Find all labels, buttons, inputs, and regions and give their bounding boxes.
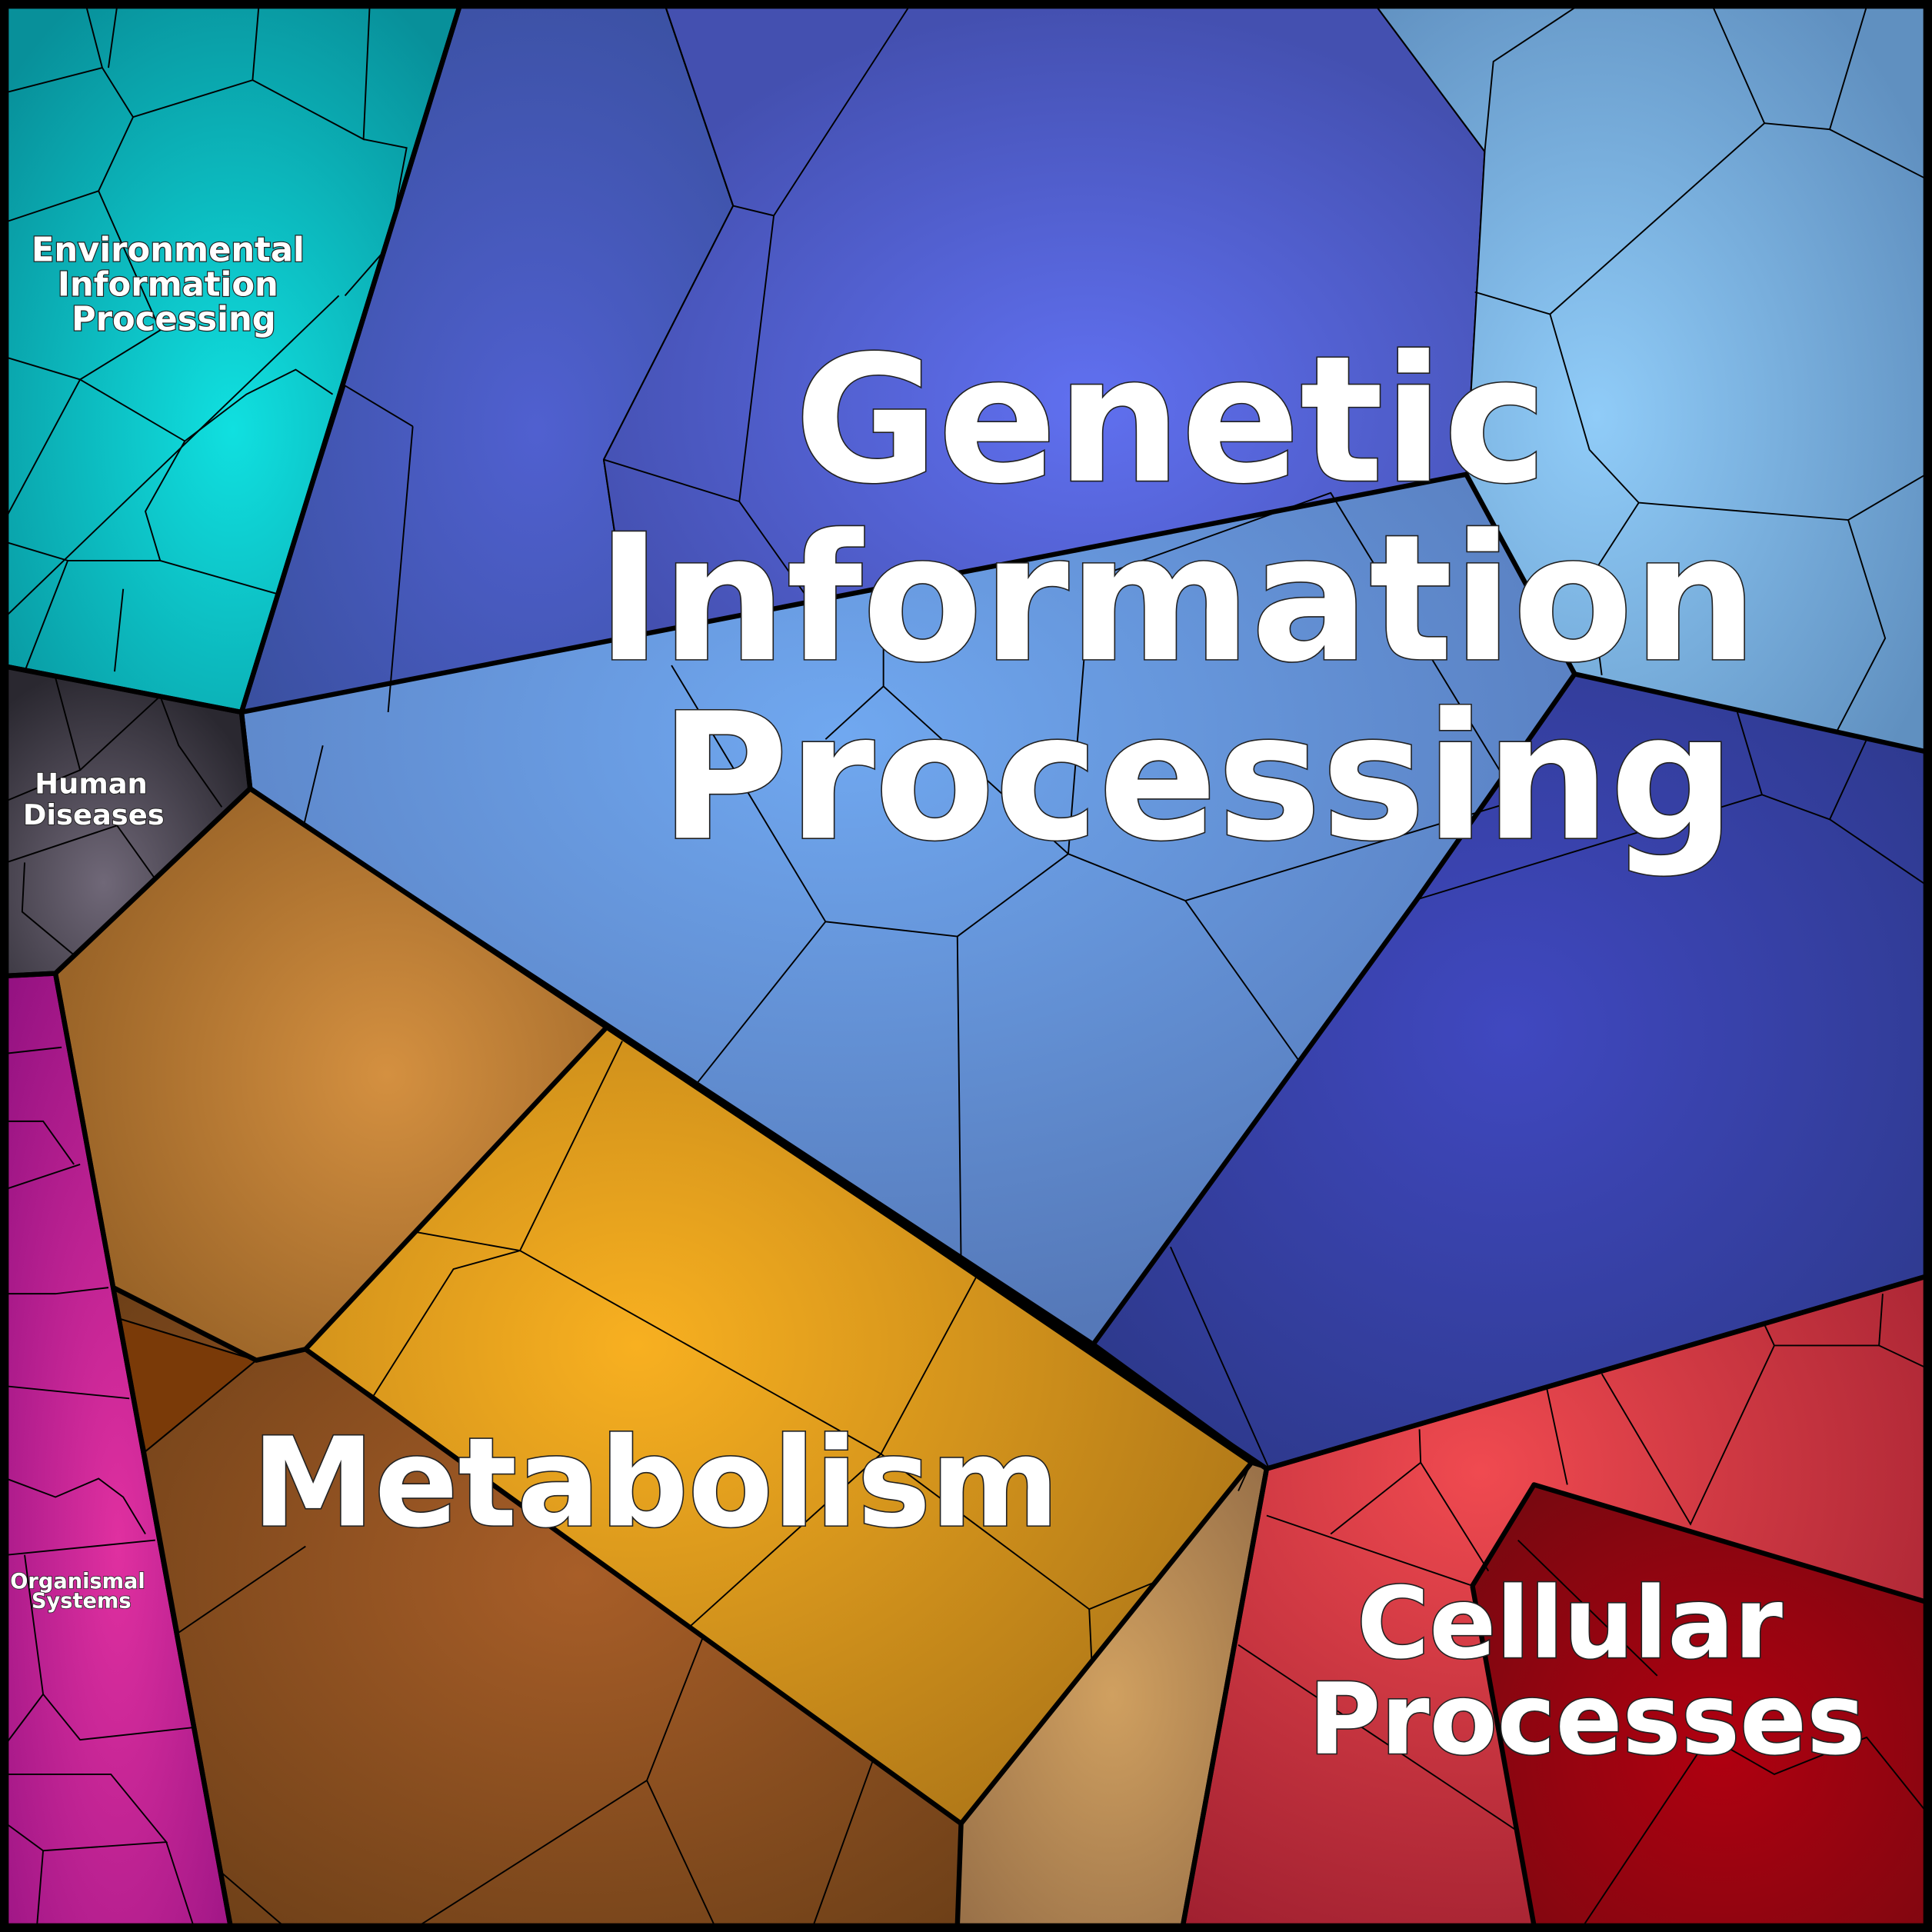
label-cellular-processes: Cellular Processes: [1309, 1567, 1866, 1777]
label-line: Processes: [1309, 1663, 1866, 1777]
label-line: Information: [58, 265, 278, 304]
cell-metabolism[interactable]: [54, 787, 1268, 1927]
label-line: Processing: [72, 300, 276, 338]
label-line: Diseases: [23, 798, 165, 831]
label-line: Organismal: [10, 1570, 145, 1594]
label-line: Human: [35, 768, 148, 801]
label-line: Metabolism: [252, 1411, 1060, 1554]
label-line: Systems: [32, 1590, 132, 1614]
label-line: Environmental: [32, 232, 305, 270]
label-environmental-information-processing: Environmental Information Processing: [32, 232, 316, 339]
label-organismal-systems: Organismal Systems: [10, 1570, 152, 1614]
cell-genetic-information-processing[interactable]: [240, 5, 1927, 1470]
label-line: Processing: [660, 675, 1735, 879]
label-human-diseases: Human Diseases: [23, 768, 165, 831]
label-metabolism: Metabolism: [252, 1411, 1060, 1554]
label-line: Cellular: [1357, 1567, 1783, 1681]
label-line: Genetic: [794, 318, 1547, 522]
cell-cellular-processes[interactable]: [1181, 1275, 1927, 1927]
label-genetic-information-processing: Genetic Information Processing: [597, 318, 1819, 880]
label-line: Information: [597, 497, 1757, 701]
